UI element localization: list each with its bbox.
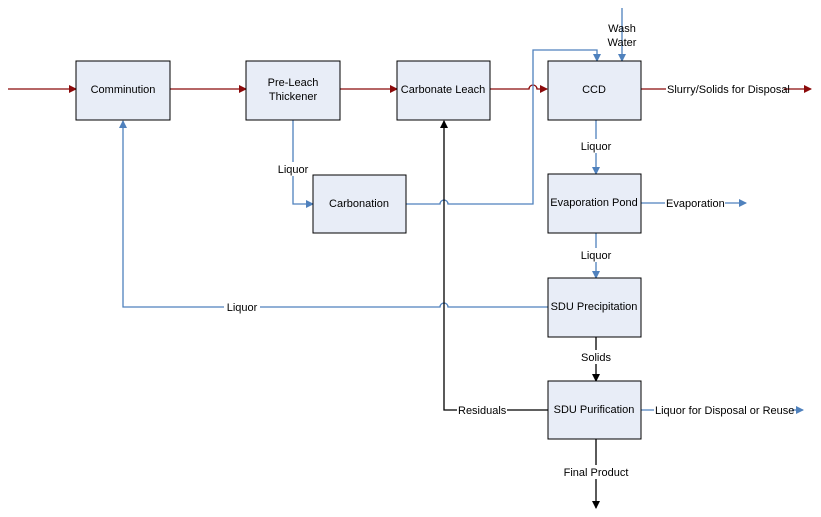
node-sdu-purification: SDU Purification [547, 380, 642, 440]
label-liquor-return: Liquor [227, 302, 258, 314]
node-comminution: Comminution [75, 60, 171, 121]
node-sdu-precipitation: SDU Precipitation [547, 277, 642, 338]
label-evaporation: Evaporation [666, 198, 725, 210]
node-carbonate-leach: Carbonate Leach [396, 60, 491, 121]
label-liquor-disposal: Liquor for Disposal or Reuse [655, 405, 794, 417]
label-final-product: Final Product [564, 467, 629, 479]
label-wash: Wash [608, 23, 636, 35]
arrow-leach-to-ccd [490, 84, 548, 93]
node-carbonate-leach-label: Carbonate Leach [401, 84, 485, 96]
label-water: Water [608, 37, 637, 49]
arrow-residuals [440, 120, 548, 411]
node-pre-leach-thickener-line2: Thickener [269, 91, 318, 103]
node-carbonation-label: Carbonation [329, 198, 389, 210]
node-sdu-precipitation-label: SDU Precipitation [551, 301, 638, 313]
label-solids: Solids [581, 352, 611, 364]
arrow-carbonation-to-ccd [406, 49, 601, 205]
node-comminution-label: Comminution [91, 84, 156, 96]
label-slurry-solids: Slurry/Solids for Disposal [667, 84, 790, 96]
node-carbonation: Carbonation [312, 174, 407, 234]
node-pre-leach-thickener-line1: Pre-Leach [268, 77, 319, 89]
node-ccd-label: CCD [582, 84, 606, 96]
label-residuals: Residuals [458, 405, 507, 417]
arrow-thickener-liquor [292, 120, 314, 208]
node-evaporation-pond-label: Evaporation Pond [550, 197, 637, 209]
node-evaporation-pond: Evaporation Pond [547, 173, 642, 234]
node-pre-leach-thickener: Pre-Leach Thickener [245, 60, 341, 121]
label-liquor-ccd: Liquor [581, 141, 612, 153]
label-liquor-thickener: Liquor [278, 164, 309, 176]
arrow-liquor-return [119, 120, 548, 308]
label-liquor-pond: Liquor [581, 250, 612, 262]
node-sdu-purification-label: SDU Purification [554, 404, 635, 416]
node-ccd: CCD [547, 60, 642, 121]
